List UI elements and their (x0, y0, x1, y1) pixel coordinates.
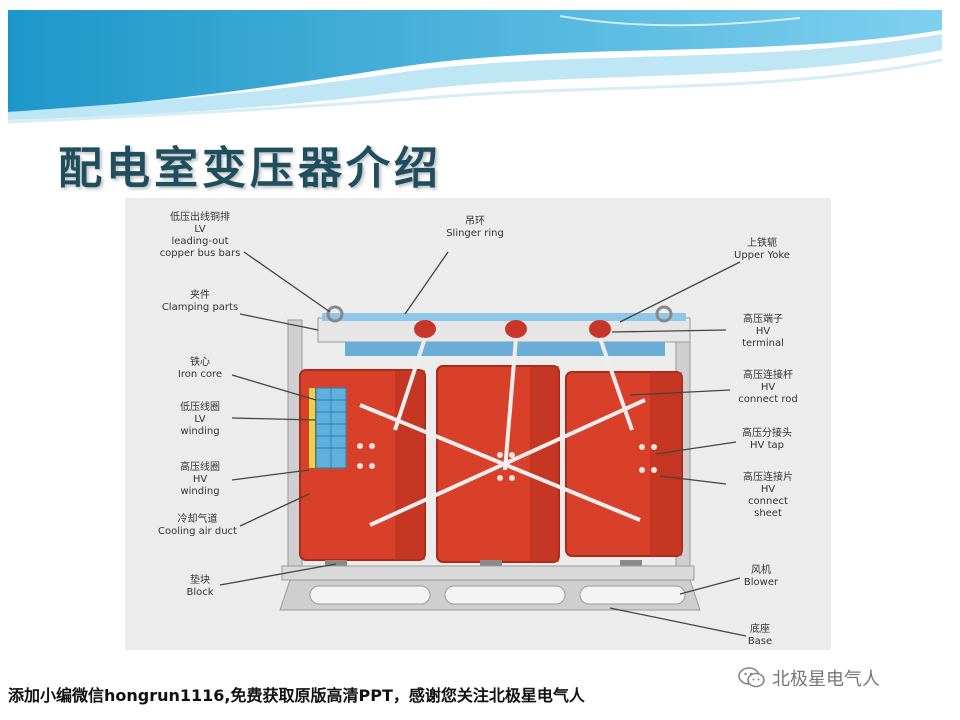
blower-2 (444, 585, 566, 605)
label-slinger-ring: 吊环 Slinger ring (446, 216, 504, 239)
upper-blue-core (345, 342, 665, 356)
slinger-ring-left (326, 305, 344, 323)
coil-right-shade (650, 372, 682, 556)
lv-winding-lines (316, 388, 346, 468)
slinger-ring-right (655, 305, 673, 323)
label-hv-terminal: 高压端子 HV terminal (742, 314, 784, 349)
blower-3 (579, 585, 686, 605)
base-top (281, 565, 695, 581)
coil-middle-shade (530, 366, 559, 562)
cooling-duct-yellow (309, 388, 315, 468)
hv-taps (357, 443, 657, 481)
leader-lines (219, 251, 747, 637)
upper-yoke (317, 317, 691, 343)
label-blower: 风机 Blower (743, 565, 779, 588)
hv-terminal-2 (505, 320, 527, 338)
footer-note: 添加小编微信hongrun1116,免费获取原版高清PPT，感谢您关注北极星电气… (8, 686, 585, 705)
page-title: 配电室变压器介绍 (58, 143, 442, 194)
label-hv-tap: 高压分接头 HV tap (742, 428, 792, 451)
watermark: 北极星电气人 (738, 664, 880, 692)
block-right (620, 560, 642, 570)
label-base: 底座 Base (747, 624, 773, 647)
coil-left-shade (395, 370, 425, 560)
label-hv-connect-rod: 高压连接杆 HV connect rod (738, 370, 798, 405)
label-upper-yoke: 上铁轭 Upper Yoke (734, 238, 790, 261)
block-mid (480, 560, 502, 570)
blower-1 (309, 585, 431, 605)
hv-terminal-3 (589, 320, 611, 338)
hv-terminal-1 (414, 320, 436, 338)
upper-clamp-blue (322, 313, 686, 321)
label-cooling-air-duct: 冷却气道 Cooling air duct (158, 514, 237, 537)
label-iron-core: 铁心 Iron core (177, 357, 223, 380)
watermark-text: 北极星电气人 (772, 669, 880, 690)
label-lv-bus-bars: 低压出线铜排 LV leading-out copper bus bars (159, 212, 241, 259)
wechat-icon (738, 667, 765, 688)
header-wave-banner (7, 10, 943, 124)
hv-connect-rods (359, 337, 646, 527)
label-lv-winding: 低压线圈 LV winding (180, 402, 220, 437)
label-block: 垫块 Block (186, 575, 214, 598)
block-left (325, 560, 347, 570)
label-clamping-parts: 夹件 Clamping parts (161, 290, 239, 313)
label-hv-connect-sheet: 高压连接片 HV connect sheet (743, 472, 793, 519)
label-hv-winding: 高压线圈 HV winding (180, 462, 220, 497)
